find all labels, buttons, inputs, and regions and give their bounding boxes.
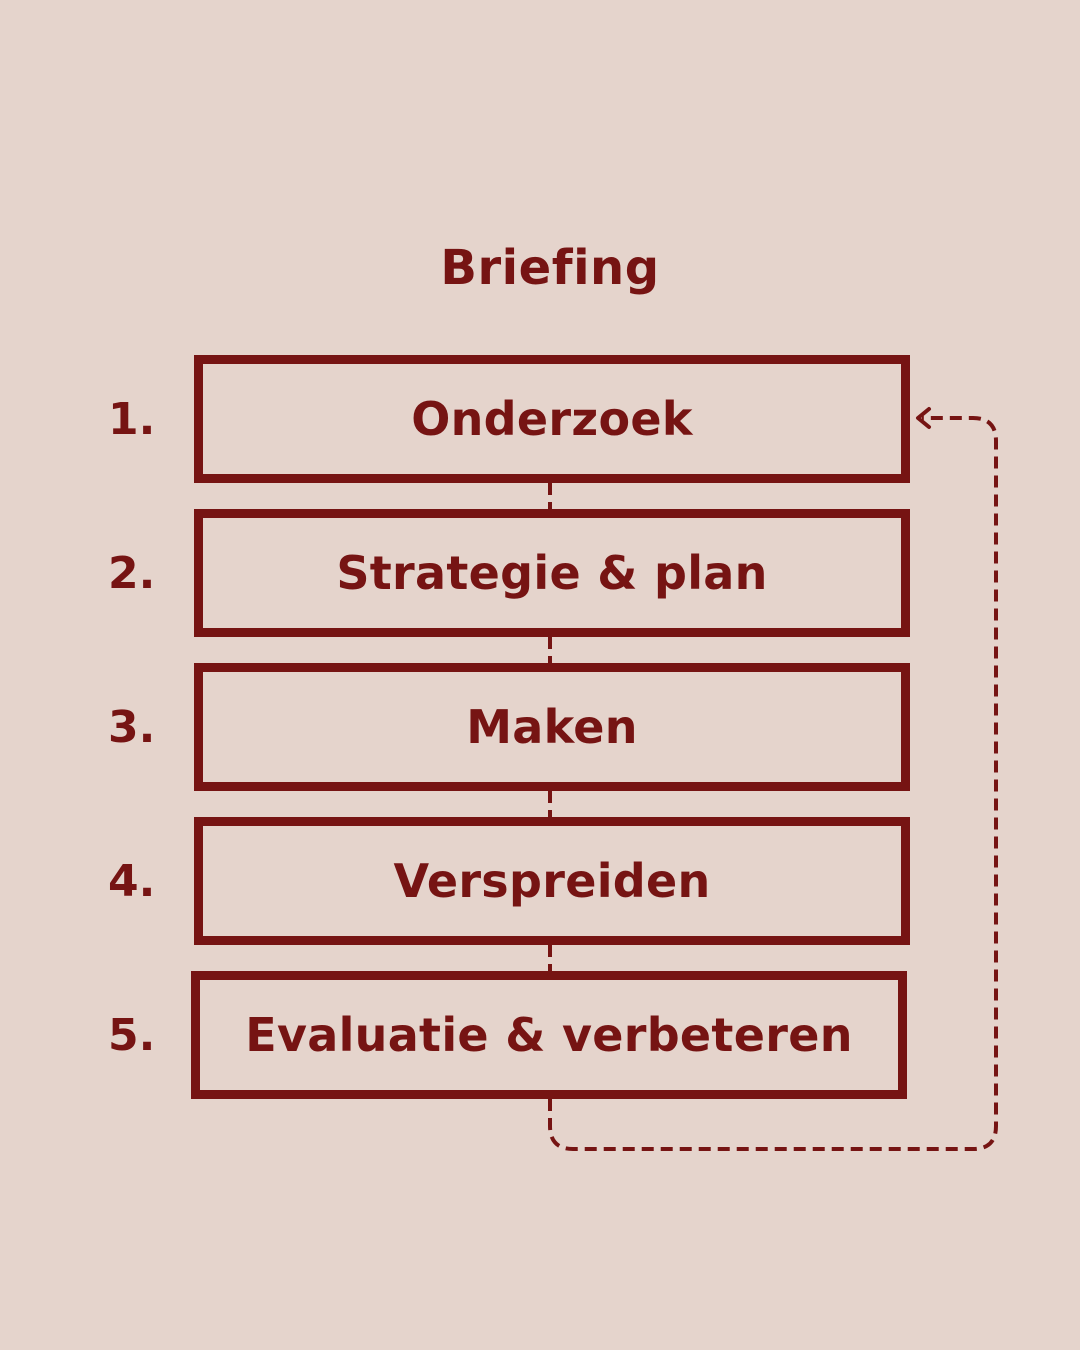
step-box-maken: Maken <box>194 663 910 791</box>
step-label-3: Maken <box>466 700 638 754</box>
feedback-loop-line <box>548 416 998 1151</box>
step-label-4: Verspreiden <box>393 854 711 908</box>
step-number-1: 1. <box>108 394 156 445</box>
step-box-verspreiden: Verspreiden <box>194 817 910 945</box>
diagram-title: Briefing <box>440 240 660 296</box>
step-box-evaluatie: Evaluatie & verbeteren <box>191 971 907 1099</box>
step-label-2: Strategie & plan <box>336 546 768 600</box>
step-number-3: 3. <box>108 702 156 753</box>
step-number-5: 5. <box>108 1010 156 1061</box>
feedback-loop-arrowhead <box>916 407 931 429</box>
step-label-1: Onderzoek <box>411 392 693 446</box>
step-box-onderzoek: Onderzoek <box>194 355 910 483</box>
step-number-4: 4. <box>108 856 156 907</box>
step-box-strategie: Strategie & plan <box>194 509 910 637</box>
step-label-5: Evaluatie & verbeteren <box>245 1008 853 1062</box>
step-number-2: 2. <box>108 548 156 599</box>
